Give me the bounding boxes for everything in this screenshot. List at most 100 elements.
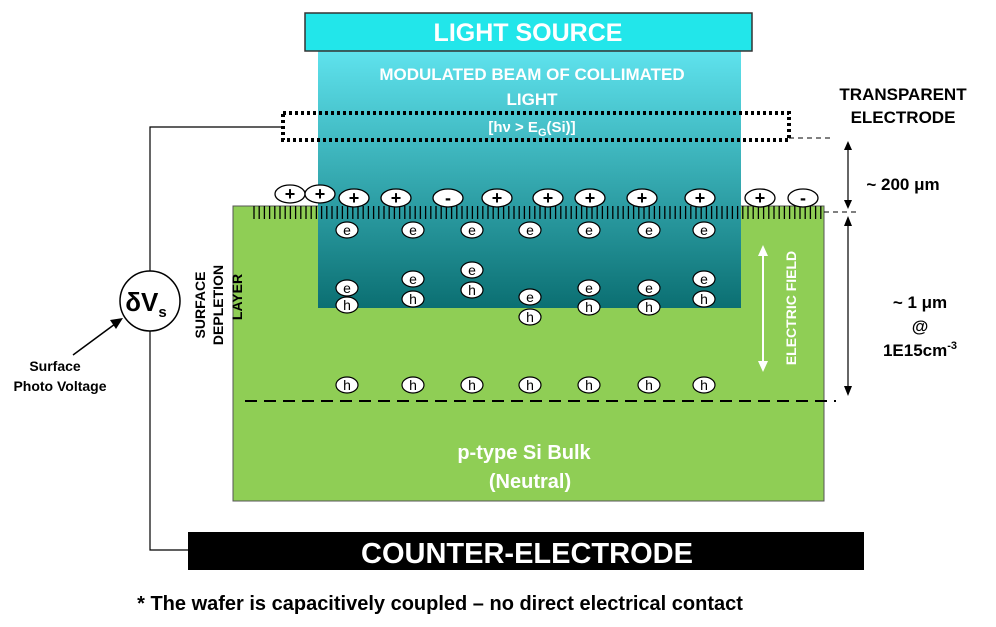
carrier-symbol: e <box>645 222 653 238</box>
carrier-symbol: h <box>700 291 708 307</box>
carrier-symbol: h <box>468 377 476 393</box>
counter-electrode-label: COUNTER-ELECTRODE <box>361 538 693 570</box>
voltage-pointer-head <box>110 318 123 329</box>
carrier-symbol: e <box>343 280 351 296</box>
charge-symbol: + <box>543 188 554 208</box>
carrier-symbol: e <box>700 271 708 287</box>
positive-surface-charge: + <box>380 188 412 208</box>
depth-label-line3-sup: -3 <box>947 340 957 352</box>
carrier-oval <box>460 221 484 239</box>
carrier-oval <box>518 221 542 239</box>
electron: e <box>460 261 484 279</box>
carrier-symbol: e <box>409 222 417 238</box>
carrier-oval <box>335 296 359 314</box>
surface-hatch <box>253 206 822 219</box>
electron: e <box>335 279 359 297</box>
charge-symbol: + <box>315 184 326 204</box>
beam-label-line2: LIGHT <box>507 90 559 109</box>
gap-arrow-head-bottom <box>844 200 852 209</box>
carrier-oval <box>577 279 601 297</box>
hole: h <box>577 376 601 394</box>
electron: e <box>637 221 661 239</box>
carrier-oval <box>577 298 601 316</box>
carrier-symbol: h <box>585 377 593 393</box>
carrier-oval <box>577 221 601 239</box>
beam-condition: [hν > EG(Si)] <box>488 119 575 139</box>
carrier-oval <box>460 281 484 299</box>
depth-label-bg <box>880 288 962 364</box>
electric-field-label: ELECTRIC FIELD <box>783 251 799 365</box>
hole: h <box>460 376 484 394</box>
hole: h <box>401 290 425 308</box>
field-arrow-head-bottom <box>758 361 768 372</box>
positive-surface-charge: + <box>532 188 564 208</box>
carrier-symbol: h <box>700 377 708 393</box>
hole: h <box>460 281 484 299</box>
hole: h <box>692 290 716 308</box>
depth-label-line2: @ <box>912 317 929 336</box>
electron: e <box>637 279 661 297</box>
carrier-oval <box>460 376 484 394</box>
light-beam <box>318 50 741 308</box>
carrier-oval <box>637 298 661 316</box>
charge-oval <box>626 188 658 208</box>
electron: e <box>401 270 425 288</box>
carrier-oval <box>401 290 425 308</box>
hole: h <box>335 376 359 394</box>
negative-surface-charge: - <box>787 188 819 208</box>
depth-arrow-head-bottom <box>844 386 852 396</box>
charge-symbol: + <box>585 188 596 208</box>
hole: h <box>637 298 661 316</box>
charge-symbol: + <box>391 188 402 208</box>
carrier-oval <box>401 376 425 394</box>
hole: h <box>518 376 542 394</box>
surface-photo-voltage-line2: Photo Voltage <box>13 378 106 394</box>
beam-condition-sub: G <box>538 127 547 139</box>
gap-arrow-head-top <box>844 141 852 150</box>
carrier-symbol: e <box>585 222 593 238</box>
carrier-oval <box>692 376 716 394</box>
carrier-symbol: e <box>468 222 476 238</box>
bulk-label-line1: p-type Si Bulk <box>457 442 591 464</box>
electron: e <box>401 221 425 239</box>
surface-depletion-label-line2: DEPLETION <box>210 265 226 345</box>
beam-label-line1: MODULATED BEAM OF COLLIMATED <box>379 65 684 84</box>
charge-symbol: + <box>755 188 766 208</box>
electron: e <box>518 288 542 306</box>
circuit-wire-bottom <box>149 331 190 551</box>
carrier-oval <box>518 376 542 394</box>
carrier-symbol: e <box>645 280 653 296</box>
surface-depletion-label-line1: SURFACE <box>192 272 208 339</box>
charge-symbol: + <box>637 188 648 208</box>
charge-symbol: + <box>695 188 706 208</box>
hole: h <box>577 298 601 316</box>
voltmeter-subscript: s <box>158 304 166 321</box>
carrier-symbol: h <box>645 299 653 315</box>
charge-oval <box>574 188 606 208</box>
counter-electrode <box>188 532 864 570</box>
gap-label: ~ 200 μm <box>866 175 939 194</box>
electron: e <box>577 221 601 239</box>
charge-oval <box>380 188 412 208</box>
charge-oval <box>684 188 716 208</box>
carrier-symbol: h <box>526 377 534 393</box>
electron: e <box>692 221 716 239</box>
hole: h <box>637 376 661 394</box>
circuit-wire-top <box>149 126 283 271</box>
positive-surface-charge: + <box>304 184 336 204</box>
positive-surface-charge: + <box>274 184 306 204</box>
carrier-oval <box>335 221 359 239</box>
electron: e <box>335 221 359 239</box>
voltmeter-symbol-base: δV <box>125 287 159 317</box>
charge-oval <box>432 188 464 208</box>
positive-surface-charge: + <box>574 188 606 208</box>
beam-condition-prefix: [hν > E <box>488 119 538 136</box>
carrier-oval <box>692 221 716 239</box>
voltage-pointer-arrow <box>72 323 116 356</box>
carrier-symbol: e <box>343 222 351 238</box>
carrier-oval <box>335 376 359 394</box>
voltmeter-symbol: δVs <box>125 287 166 321</box>
charge-symbol: + <box>285 184 296 204</box>
positive-surface-charge: + <box>744 188 776 208</box>
voltmeter <box>119 270 181 332</box>
